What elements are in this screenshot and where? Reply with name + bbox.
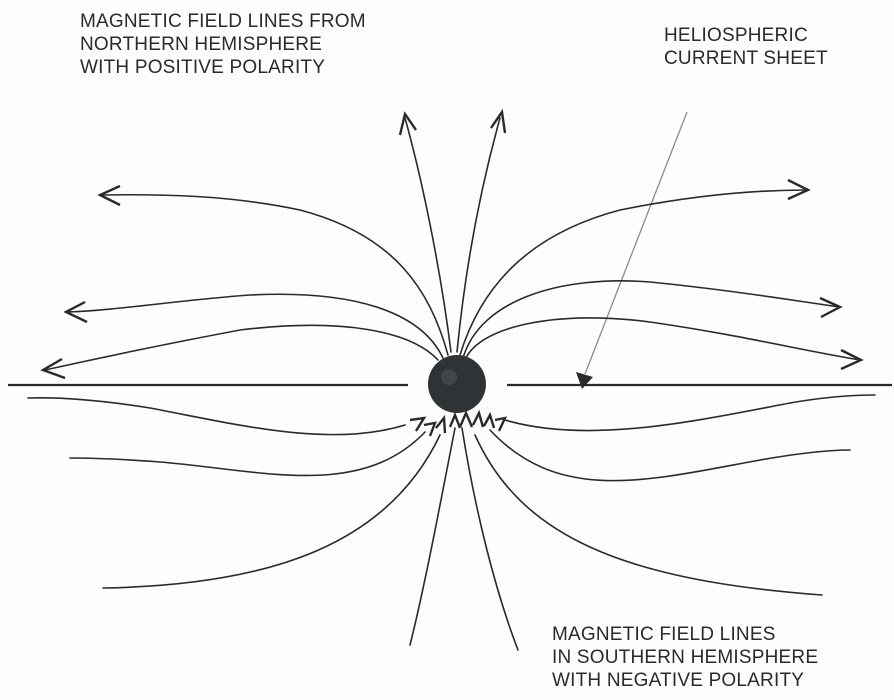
north-field-line-upper-left: [102, 193, 449, 356]
north-arrowhead-upper-right: [787, 178, 811, 201]
north-field-line-upper-right: [459, 189, 808, 356]
north-arrowhead-upper-left: [97, 184, 121, 207]
southern-hemisphere-label: MAGNETIC FIELD LINES IN SOUTHERN HEMISPH…: [552, 623, 818, 692]
southern-arrowheads: [409, 409, 508, 437]
southern-label-line-2: IN SOUTHERN HEMISPHERE: [552, 647, 819, 668]
north-arrowhead-middle-right: [819, 296, 843, 319]
south-field-line-lower-right: [474, 434, 823, 596]
north-field-line-up-right: [456, 117, 501, 353]
south-arrowhead-2: [423, 421, 437, 437]
north-arrowhead-lower-left: [40, 357, 66, 380]
south-arrowhead-3: [435, 414, 447, 434]
north-field-line-middle-right: [462, 280, 841, 359]
northern-arrowheads: [40, 108, 864, 380]
northern-field-lines: [44, 117, 861, 371]
sun-shading: [441, 369, 457, 385]
north-field-line-lower-right: [464, 317, 861, 361]
south-field-line-down-left: [409, 427, 456, 646]
southern-label-line-1: MAGNETIC FIELD LINES: [552, 624, 776, 645]
southern-field-lines: [27, 394, 876, 651]
current-sheet-pointer-line: [584, 111, 688, 375]
north-field-line-up-left: [404, 117, 452, 353]
south-arrowhead-7: [482, 411, 496, 429]
northern-label-line-2: NORTHERN HEMISPHERE: [80, 34, 323, 55]
north-field-line-middle-left: [67, 293, 444, 359]
north-arrowhead-up-left: [398, 111, 417, 136]
south-field-line-upper-left: [27, 397, 406, 436]
southern-label-line-3: WITH NEGATIVE POLARITY: [552, 670, 805, 691]
south-field-line-middle-left: [69, 431, 426, 477]
south-arrowhead-4: [448, 411, 462, 429]
sun: [428, 355, 486, 413]
south-arrowhead-1: [409, 416, 427, 432]
south-field-line-down-right: [461, 427, 519, 651]
south-arrowhead-5: [458, 409, 474, 428]
current-sheet-label-line-2: CURRENT SHEET: [664, 48, 828, 69]
north-field-line-lower-left: [44, 324, 439, 371]
northern-label-line-3: WITH POSITIVE POLARITY: [80, 57, 326, 78]
south-field-line-lower-left: [102, 434, 441, 589]
current-sheet-label-line-1: HELIOSPHERIC: [664, 25, 808, 46]
northern-label-line-1: MAGNETIC FIELD LINES FROM: [80, 11, 366, 32]
north-arrowhead-up-right: [490, 108, 507, 134]
current-sheet-label: HELIOSPHERIC CURRENT SHEET: [664, 24, 828, 70]
south-arrowhead-6: [471, 409, 485, 428]
south-field-line-middle-right: [489, 429, 851, 482]
south-field-line-upper-right: [504, 394, 876, 432]
south-arrowhead-8: [494, 416, 508, 432]
north-arrowhead-middle-left: [63, 300, 88, 324]
northern-hemisphere-label: MAGNETIC FIELD LINES FROM NORTHERN HEMIS…: [80, 10, 366, 79]
current-sheet-pointer-arrowhead: [576, 372, 593, 389]
north-arrowhead-lower-right: [840, 348, 864, 371]
